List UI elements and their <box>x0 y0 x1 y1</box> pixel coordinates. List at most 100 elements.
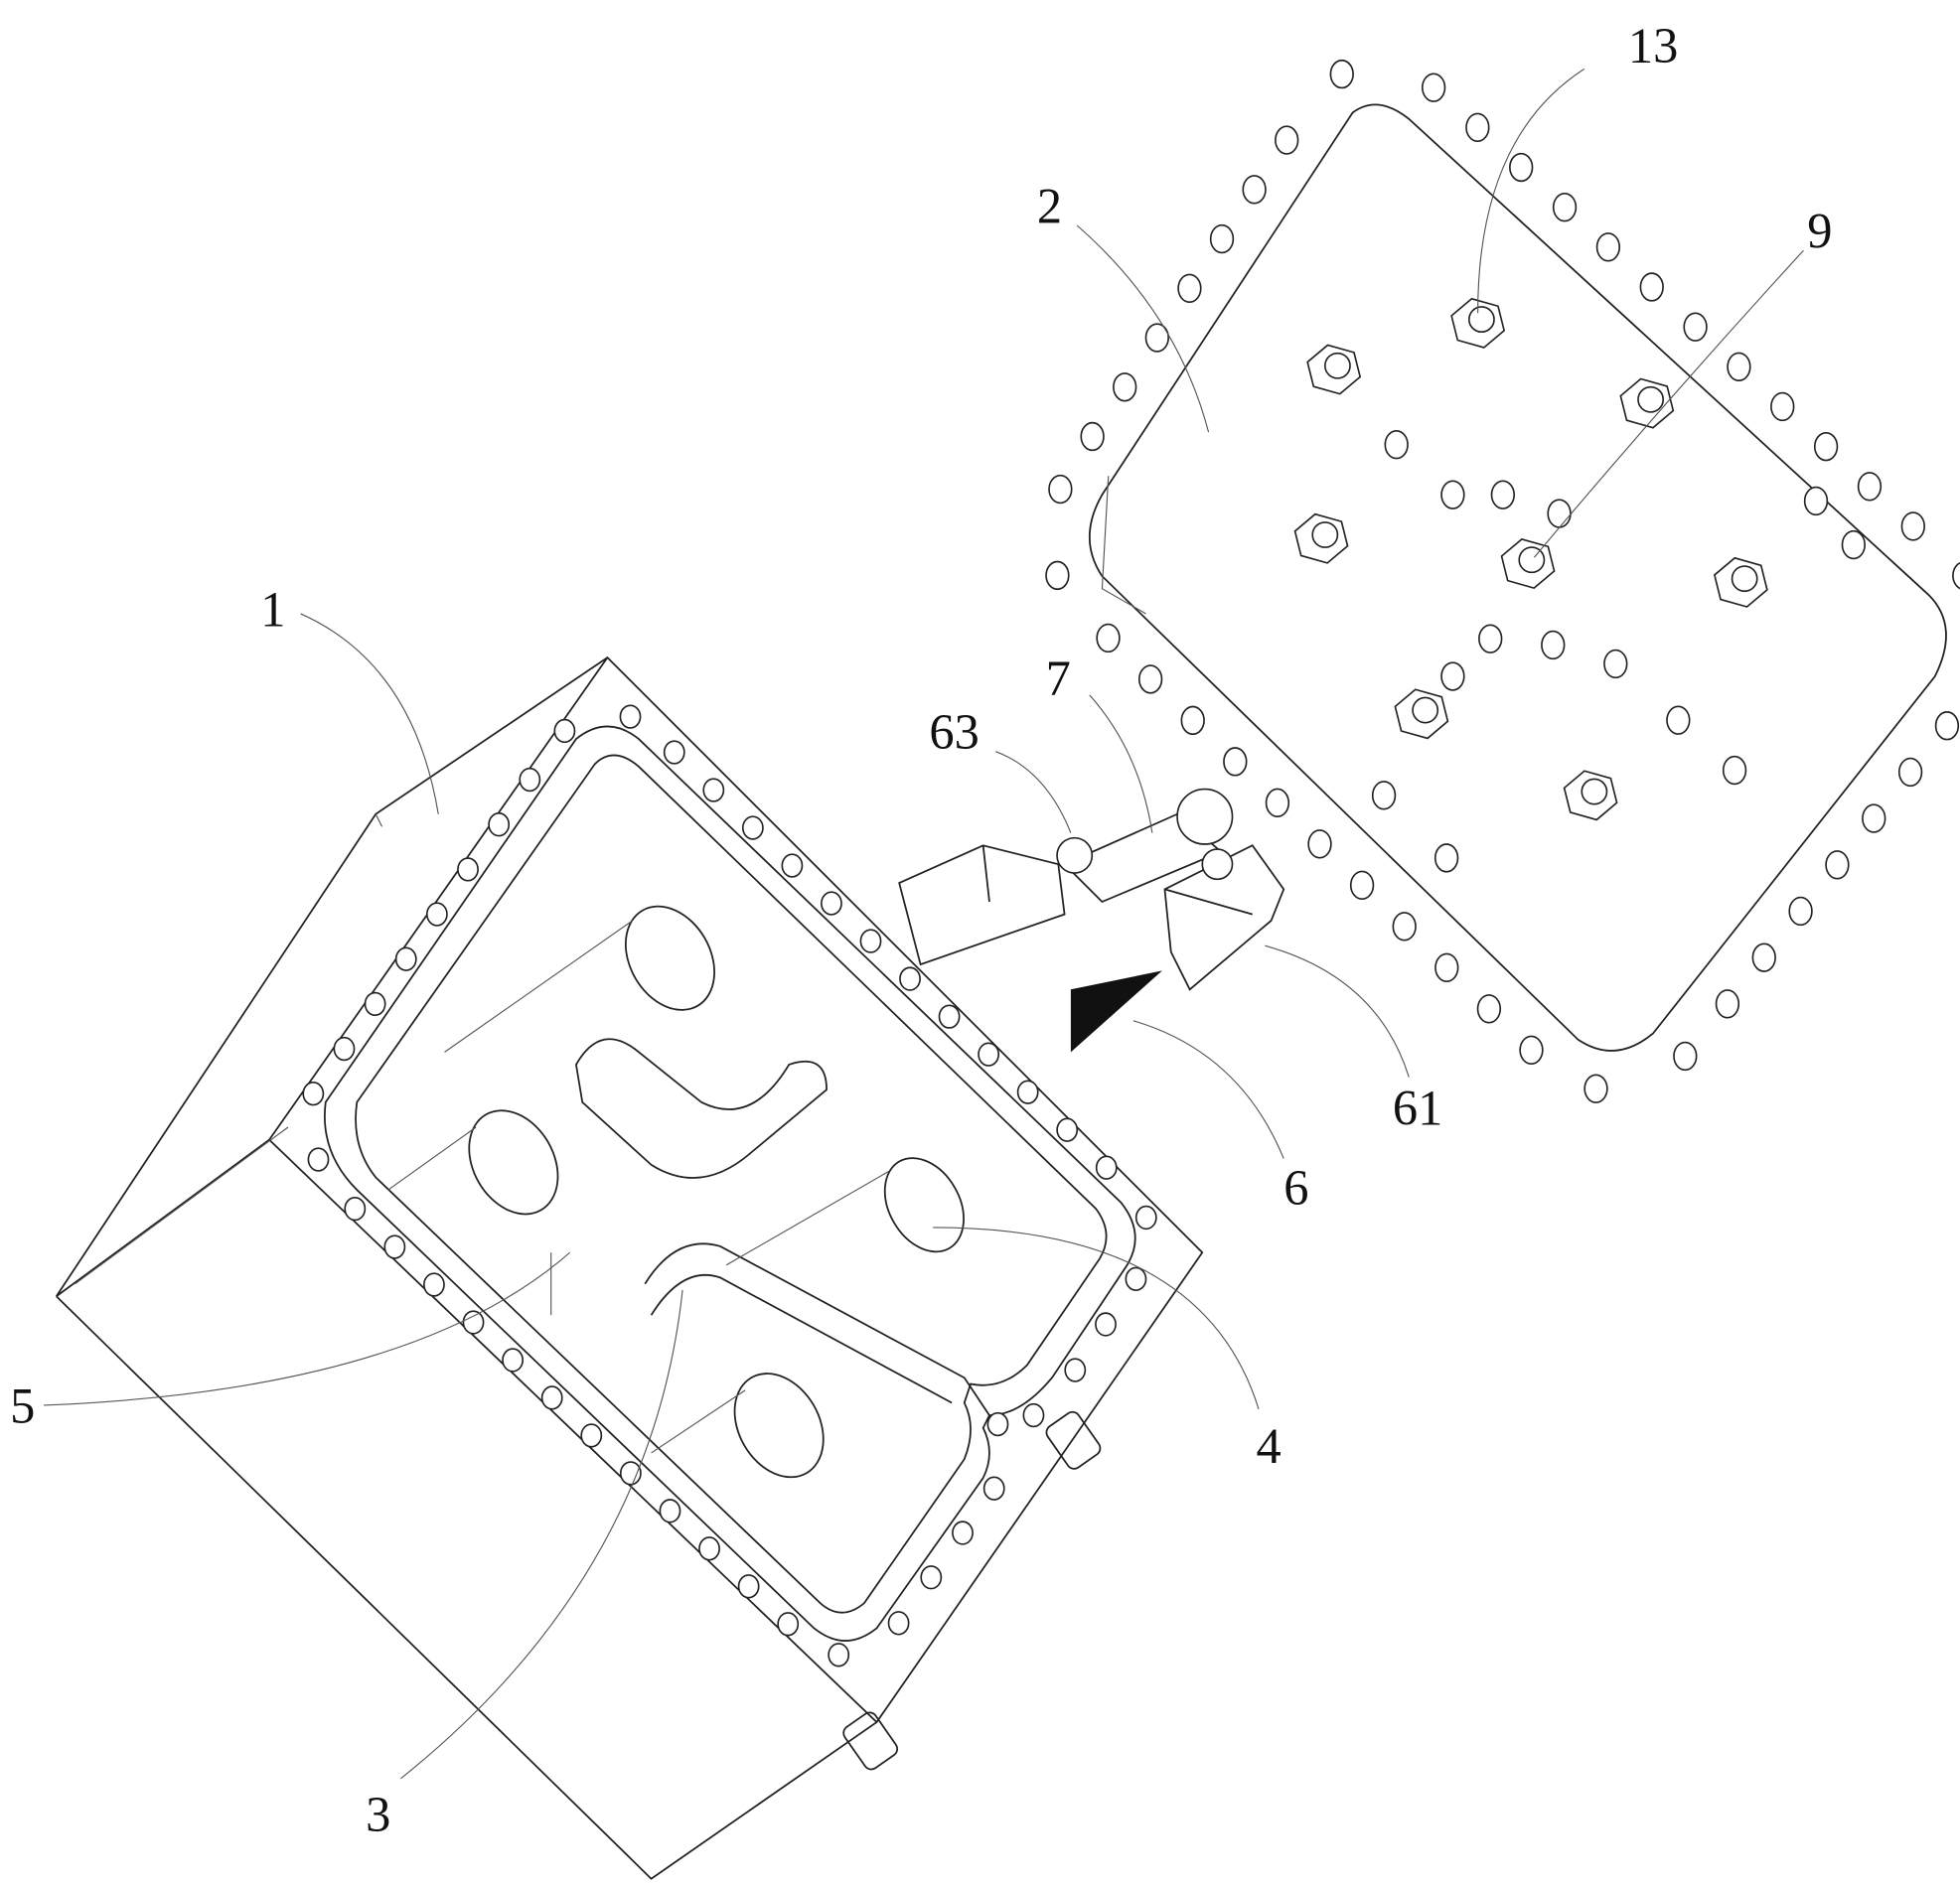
bolt-hole <box>665 741 684 764</box>
lid-hole <box>1842 531 1865 559</box>
bolt-hole <box>1178 274 1201 302</box>
box-open-face <box>269 657 1202 1722</box>
bolt-hole <box>1023 1404 1043 1427</box>
bolt-hole <box>1859 473 1882 501</box>
bolt-hole <box>939 1005 959 1028</box>
bolt-hole <box>900 967 920 990</box>
bolt-hole <box>1097 1156 1117 1179</box>
bolt-hole <box>1276 126 1298 154</box>
bolt-head <box>1469 307 1494 332</box>
bolt-hole <box>987 1413 1007 1436</box>
bolt-hole <box>1674 1043 1697 1071</box>
bolt-hole <box>334 1038 354 1061</box>
bolt-hole <box>979 1043 998 1066</box>
bolt-hole <box>1136 1207 1156 1230</box>
curved-rib <box>576 1039 827 1178</box>
bolt-hole <box>1640 273 1663 301</box>
label-61: 61 <box>1393 1080 1442 1135</box>
direction-arrow <box>1071 970 1162 1052</box>
bolt-hole <box>829 1644 848 1667</box>
bolt-hole <box>782 854 802 877</box>
bolt-head <box>1733 566 1757 591</box>
bolt-hole <box>581 1424 601 1447</box>
box-body <box>57 657 1203 1879</box>
lid-hole <box>1667 706 1690 734</box>
lid-nuts <box>1295 299 1866 872</box>
bolt-hole <box>303 1083 323 1105</box>
bolt-hole <box>1826 851 1849 879</box>
lid-hole <box>1542 632 1565 659</box>
label-1: 1 <box>260 582 285 638</box>
bolt-hole <box>1815 433 1838 461</box>
bolt-hole <box>542 1386 562 1409</box>
part-labels: 13 2 9 1 63 7 61 6 5 4 3 <box>10 18 1832 1842</box>
bolt-hole <box>1243 176 1266 204</box>
lid-hole <box>1724 757 1746 785</box>
bolt-hole <box>1953 562 1960 590</box>
cylinder-port <box>716 1358 840 1493</box>
adjust-screw <box>1202 849 1232 879</box>
bolt-hole <box>921 1566 941 1589</box>
cylinder-port <box>869 1144 980 1266</box>
gasket-rim <box>325 726 1135 1641</box>
bolt-hole <box>1018 1081 1038 1103</box>
label-6: 6 <box>1283 1160 1308 1216</box>
bolt-hole <box>778 1613 798 1636</box>
bolt-hole <box>345 1198 365 1221</box>
bolt-hole <box>1181 707 1204 735</box>
clamp-jaw-left <box>899 845 1064 964</box>
bolt-hole <box>1046 562 1069 590</box>
bolt-hole <box>1899 759 1922 787</box>
lid-hole <box>1604 651 1627 678</box>
bolt-head <box>1582 779 1606 803</box>
bolt-hole <box>463 1311 483 1334</box>
bolt-hole <box>520 769 539 792</box>
bolt-hole <box>1097 625 1120 652</box>
bolt-hole <box>1863 804 1885 832</box>
bolt-hole <box>1717 990 1739 1018</box>
bolt-hole <box>953 1522 973 1544</box>
label-63: 63 <box>929 704 979 760</box>
bolt-hole <box>1789 898 1812 926</box>
lid-hole <box>1491 481 1514 508</box>
bolt-hole <box>489 813 509 836</box>
lid-hole <box>1441 481 1464 508</box>
bolt-hole <box>621 1462 641 1485</box>
bolt-hole <box>860 930 880 952</box>
bolt-hole <box>1752 943 1775 971</box>
bolt-hole <box>1466 113 1489 141</box>
bolt-hole <box>396 947 416 970</box>
lid-hole <box>1479 625 1502 652</box>
bolt-hole <box>1597 233 1620 261</box>
bolt-head <box>1413 697 1437 722</box>
label-7: 7 <box>1046 651 1071 706</box>
lid-hole <box>1385 431 1408 459</box>
bolt-hole <box>1478 995 1501 1023</box>
adjust-screw <box>1057 838 1092 873</box>
bolt-hole <box>1211 225 1234 253</box>
bolt-hole <box>366 993 385 1016</box>
bolt-hole <box>1510 154 1533 182</box>
cylinder-port <box>608 891 732 1026</box>
bolt-hole <box>1096 1313 1116 1336</box>
bolt-hole <box>822 892 841 915</box>
bolt-hole <box>739 1575 759 1598</box>
leader-lines <box>44 69 1803 1778</box>
bolt-hole <box>699 1537 719 1560</box>
bolt-hole <box>743 816 763 839</box>
bolt-hole <box>1684 313 1707 341</box>
lid-hole <box>1435 844 1458 872</box>
bolt-hole <box>1901 512 1924 540</box>
bolt-hole <box>1308 830 1331 858</box>
bolt-hole <box>1771 393 1794 421</box>
bolt-hole <box>620 705 640 728</box>
rim-holes <box>303 705 1156 1666</box>
bolt-hole <box>1435 953 1458 981</box>
bolt-hole <box>427 903 447 926</box>
bolt-hole <box>1049 476 1072 504</box>
bolt-hole <box>384 1235 404 1258</box>
bolt-head <box>1519 547 1544 572</box>
bolt-hole <box>308 1148 328 1171</box>
bolt-hole <box>703 779 723 801</box>
